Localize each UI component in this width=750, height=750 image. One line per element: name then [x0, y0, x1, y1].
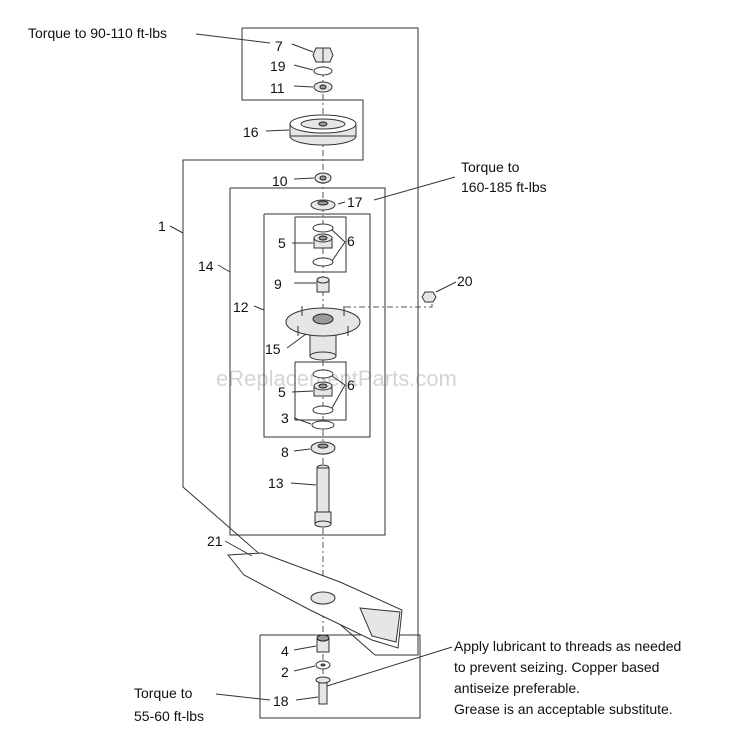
kit-12-box-upper — [263, 213, 371, 438]
part-5-bearing-lower — [313, 381, 333, 397]
part-17-nut — [310, 199, 336, 211]
torque-note-18-line2: 55-60 ft-lbs — [134, 708, 204, 724]
callout-14: 14 — [198, 258, 214, 274]
lube-note-line1: Apply lubricant to threads as needed — [454, 638, 681, 654]
torque-note-top: Torque to 90-110 ft-lbs — [28, 25, 167, 41]
torque-note-17-line2: 160-185 ft-lbs — [461, 179, 547, 195]
part-16-pulley — [289, 114, 357, 146]
callout-4: 4 — [281, 643, 289, 659]
callouts: 7 19 11 16 10 17 1 14 5 6 20 9 12 15 5 6… — [158, 38, 473, 709]
callout-7: 7 — [275, 38, 283, 54]
part-2-washer — [315, 660, 331, 670]
part-4-hub — [316, 634, 330, 653]
lube-note-line3: antiseize preferable. — [454, 680, 580, 696]
callout-17: 17 — [347, 194, 363, 210]
part-7-nut — [312, 47, 334, 63]
callout-5-lower: 5 — [278, 384, 286, 400]
callout-18: 18 — [273, 693, 289, 709]
part-20-fitting — [421, 291, 437, 303]
callout-2: 2 — [281, 664, 289, 680]
callout-3: 3 — [281, 410, 289, 426]
part-6-snap-ring-lower-a — [312, 369, 334, 379]
part-19-washer — [313, 66, 333, 76]
part-21-blade — [227, 552, 403, 649]
callout-16: 16 — [243, 124, 259, 140]
notes: Torque to 90-110 ft-lbs Torque to 160-18… — [28, 25, 681, 724]
part-9-spacer — [316, 276, 330, 293]
part-13-spindle-shaft — [314, 464, 332, 528]
part-18-bolt — [315, 676, 331, 705]
part-5-bearing-upper — [313, 233, 333, 249]
leader-lines — [169, 33, 457, 701]
lube-note-line2: to prevent seizing. Copper based — [454, 659, 659, 675]
callout-10: 10 — [272, 173, 288, 189]
callout-19: 19 — [270, 58, 286, 74]
part-6-snap-ring-upper-b — [312, 257, 334, 267]
kit-5-6-box-upper — [294, 216, 347, 273]
part-6-snap-ring-upper-a — [312, 223, 334, 233]
callout-1: 1 — [158, 218, 166, 234]
part-11-washer — [313, 81, 333, 93]
callout-21: 21 — [207, 533, 223, 549]
callout-6-lower: 6 — [347, 377, 355, 393]
kit-5-6-box-lower — [294, 361, 347, 421]
part-10-bushing — [314, 172, 332, 184]
callout-15: 15 — [265, 341, 281, 357]
callout-5-upper: 5 — [278, 235, 286, 251]
lube-note-line4: Grease is an acceptable substitute. — [454, 701, 673, 717]
part-8-seal — [310, 441, 336, 455]
callout-20: 20 — [457, 273, 473, 289]
callout-11: 11 — [270, 80, 285, 96]
part-6-snap-ring-lower-b — [312, 405, 334, 415]
kit-14-outline — [229, 187, 386, 536]
axis-to-20 — [345, 297, 433, 308]
torque-note-17-line1: Torque to — [461, 159, 520, 175]
callout-9: 9 — [274, 276, 282, 292]
callout-12: 12 — [233, 299, 249, 315]
callout-8: 8 — [281, 444, 289, 460]
torque-note-18-line1: Torque to — [134, 685, 193, 701]
kit-1-outline — [182, 27, 419, 656]
part-15-spindle-housing — [285, 306, 361, 361]
group-outlines — [182, 27, 421, 719]
callout-13: 13 — [268, 475, 284, 491]
part-3-washer — [311, 420, 335, 430]
callout-6-upper: 6 — [347, 233, 355, 249]
